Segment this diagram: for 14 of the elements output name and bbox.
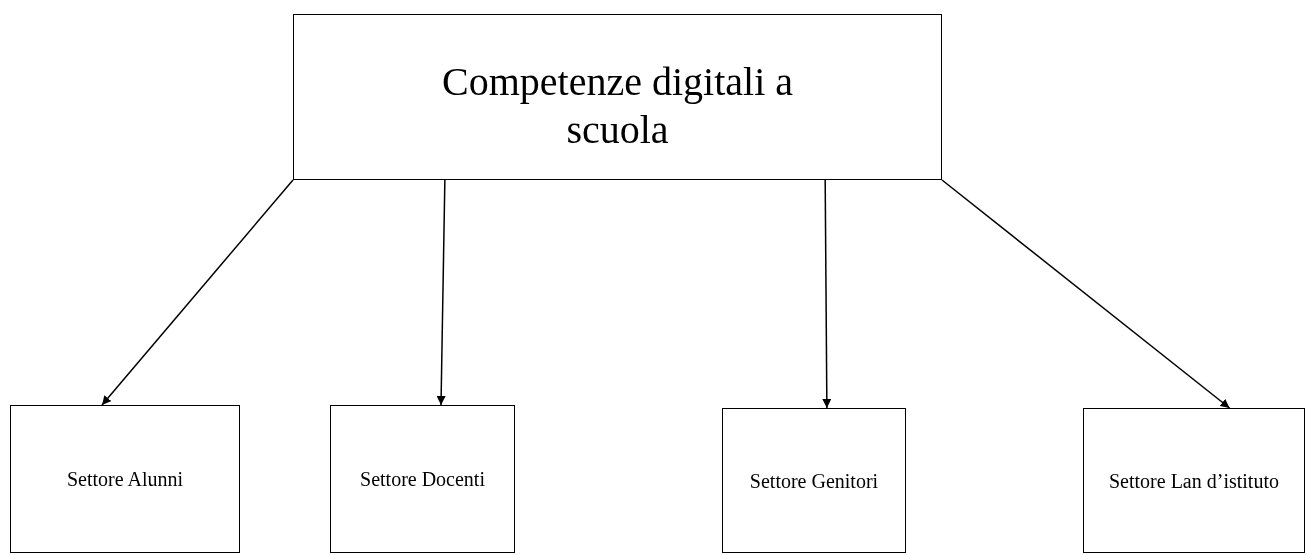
sector-box: [10, 405, 240, 553]
node-label: Settore Lan d’istituto: [1109, 468, 1279, 493]
node-label: Settore Docenti: [360, 467, 485, 491]
sector-box: [1083, 408, 1305, 553]
arrow: [436, 179, 446, 406]
node-label: Competenze digitali a scuola: [441, 58, 794, 154]
arrow: [941, 179, 1231, 409]
sector-box: [722, 408, 906, 553]
title-box: [293, 14, 942, 180]
node-label: Settore Genitori: [749, 468, 879, 493]
arrow: [101, 179, 294, 406]
node-label: Settore Alunni: [66, 467, 184, 491]
sector-box: [330, 405, 515, 553]
arrow: [822, 179, 832, 409]
